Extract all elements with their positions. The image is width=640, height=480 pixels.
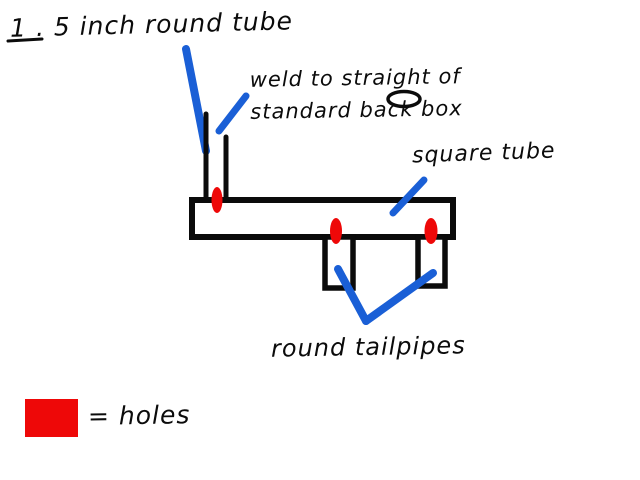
straight-word-loop <box>386 89 422 109</box>
label-round-tailpipes: round tailpipes <box>270 331 466 363</box>
label-weld-note-line2: standard back box <box>250 95 463 124</box>
pointer-round-tube <box>182 45 210 155</box>
legend-text: = holes <box>87 400 191 431</box>
underline-stroke <box>6 37 44 43</box>
pointer-tailpipe-right <box>362 269 437 325</box>
hole-right-tailpipe <box>424 218 438 244</box>
pointer-tailpipe-left <box>334 265 370 325</box>
pointer-square-tube <box>389 176 428 217</box>
legend-red-swatch <box>25 399 78 437</box>
label-weld-note-line1: weld to straight of <box>249 64 461 92</box>
label-weld-note: weld to straight of standard back box <box>249 61 463 128</box>
hole-left-tailpipe <box>330 218 342 244</box>
back-box-rect <box>189 197 456 240</box>
pointer-weld-note <box>215 92 250 135</box>
hole-round-tube <box>211 187 223 213</box>
label-square-tube: square tube <box>411 138 556 169</box>
tailpipe-left-rect <box>322 234 356 291</box>
